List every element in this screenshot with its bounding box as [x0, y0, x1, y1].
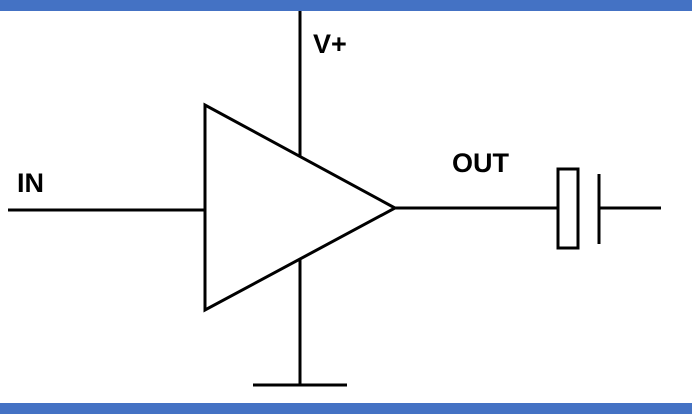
- input-label: IN: [17, 168, 44, 198]
- supply-label: V+: [313, 29, 347, 59]
- capacitor-box-plate: [556, 167, 580, 250]
- opamp-triangle-symbol: [203, 102, 399, 313]
- bottom-border-bar: [0, 403, 692, 414]
- output-label: OUT: [452, 148, 510, 178]
- top-border-bar: [0, 0, 692, 11]
